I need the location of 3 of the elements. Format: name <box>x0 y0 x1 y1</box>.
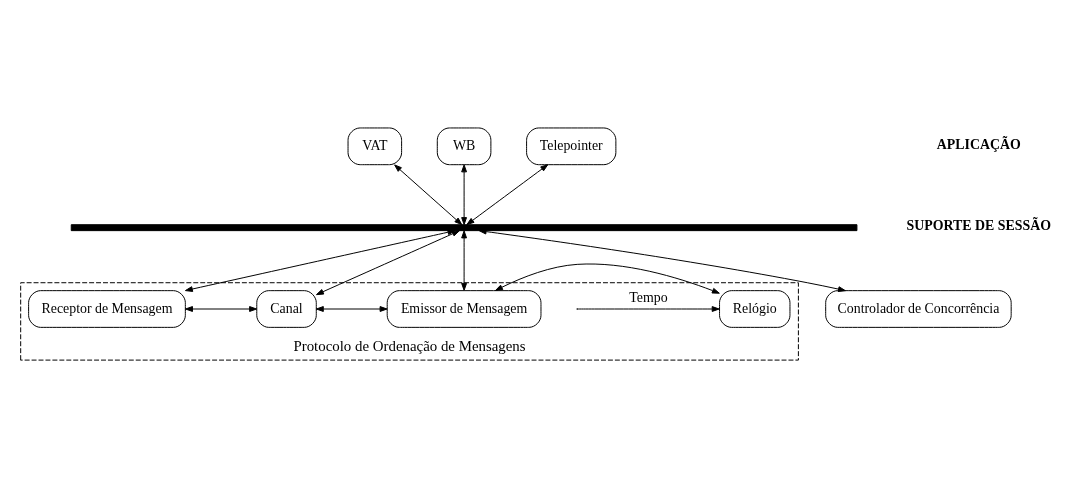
label: SUPORTE DE SESSÃO <box>906 217 1052 233</box>
label: APLICAÇÃO <box>936 136 1021 152</box>
edge-label: Tempo <box>629 289 668 305</box>
